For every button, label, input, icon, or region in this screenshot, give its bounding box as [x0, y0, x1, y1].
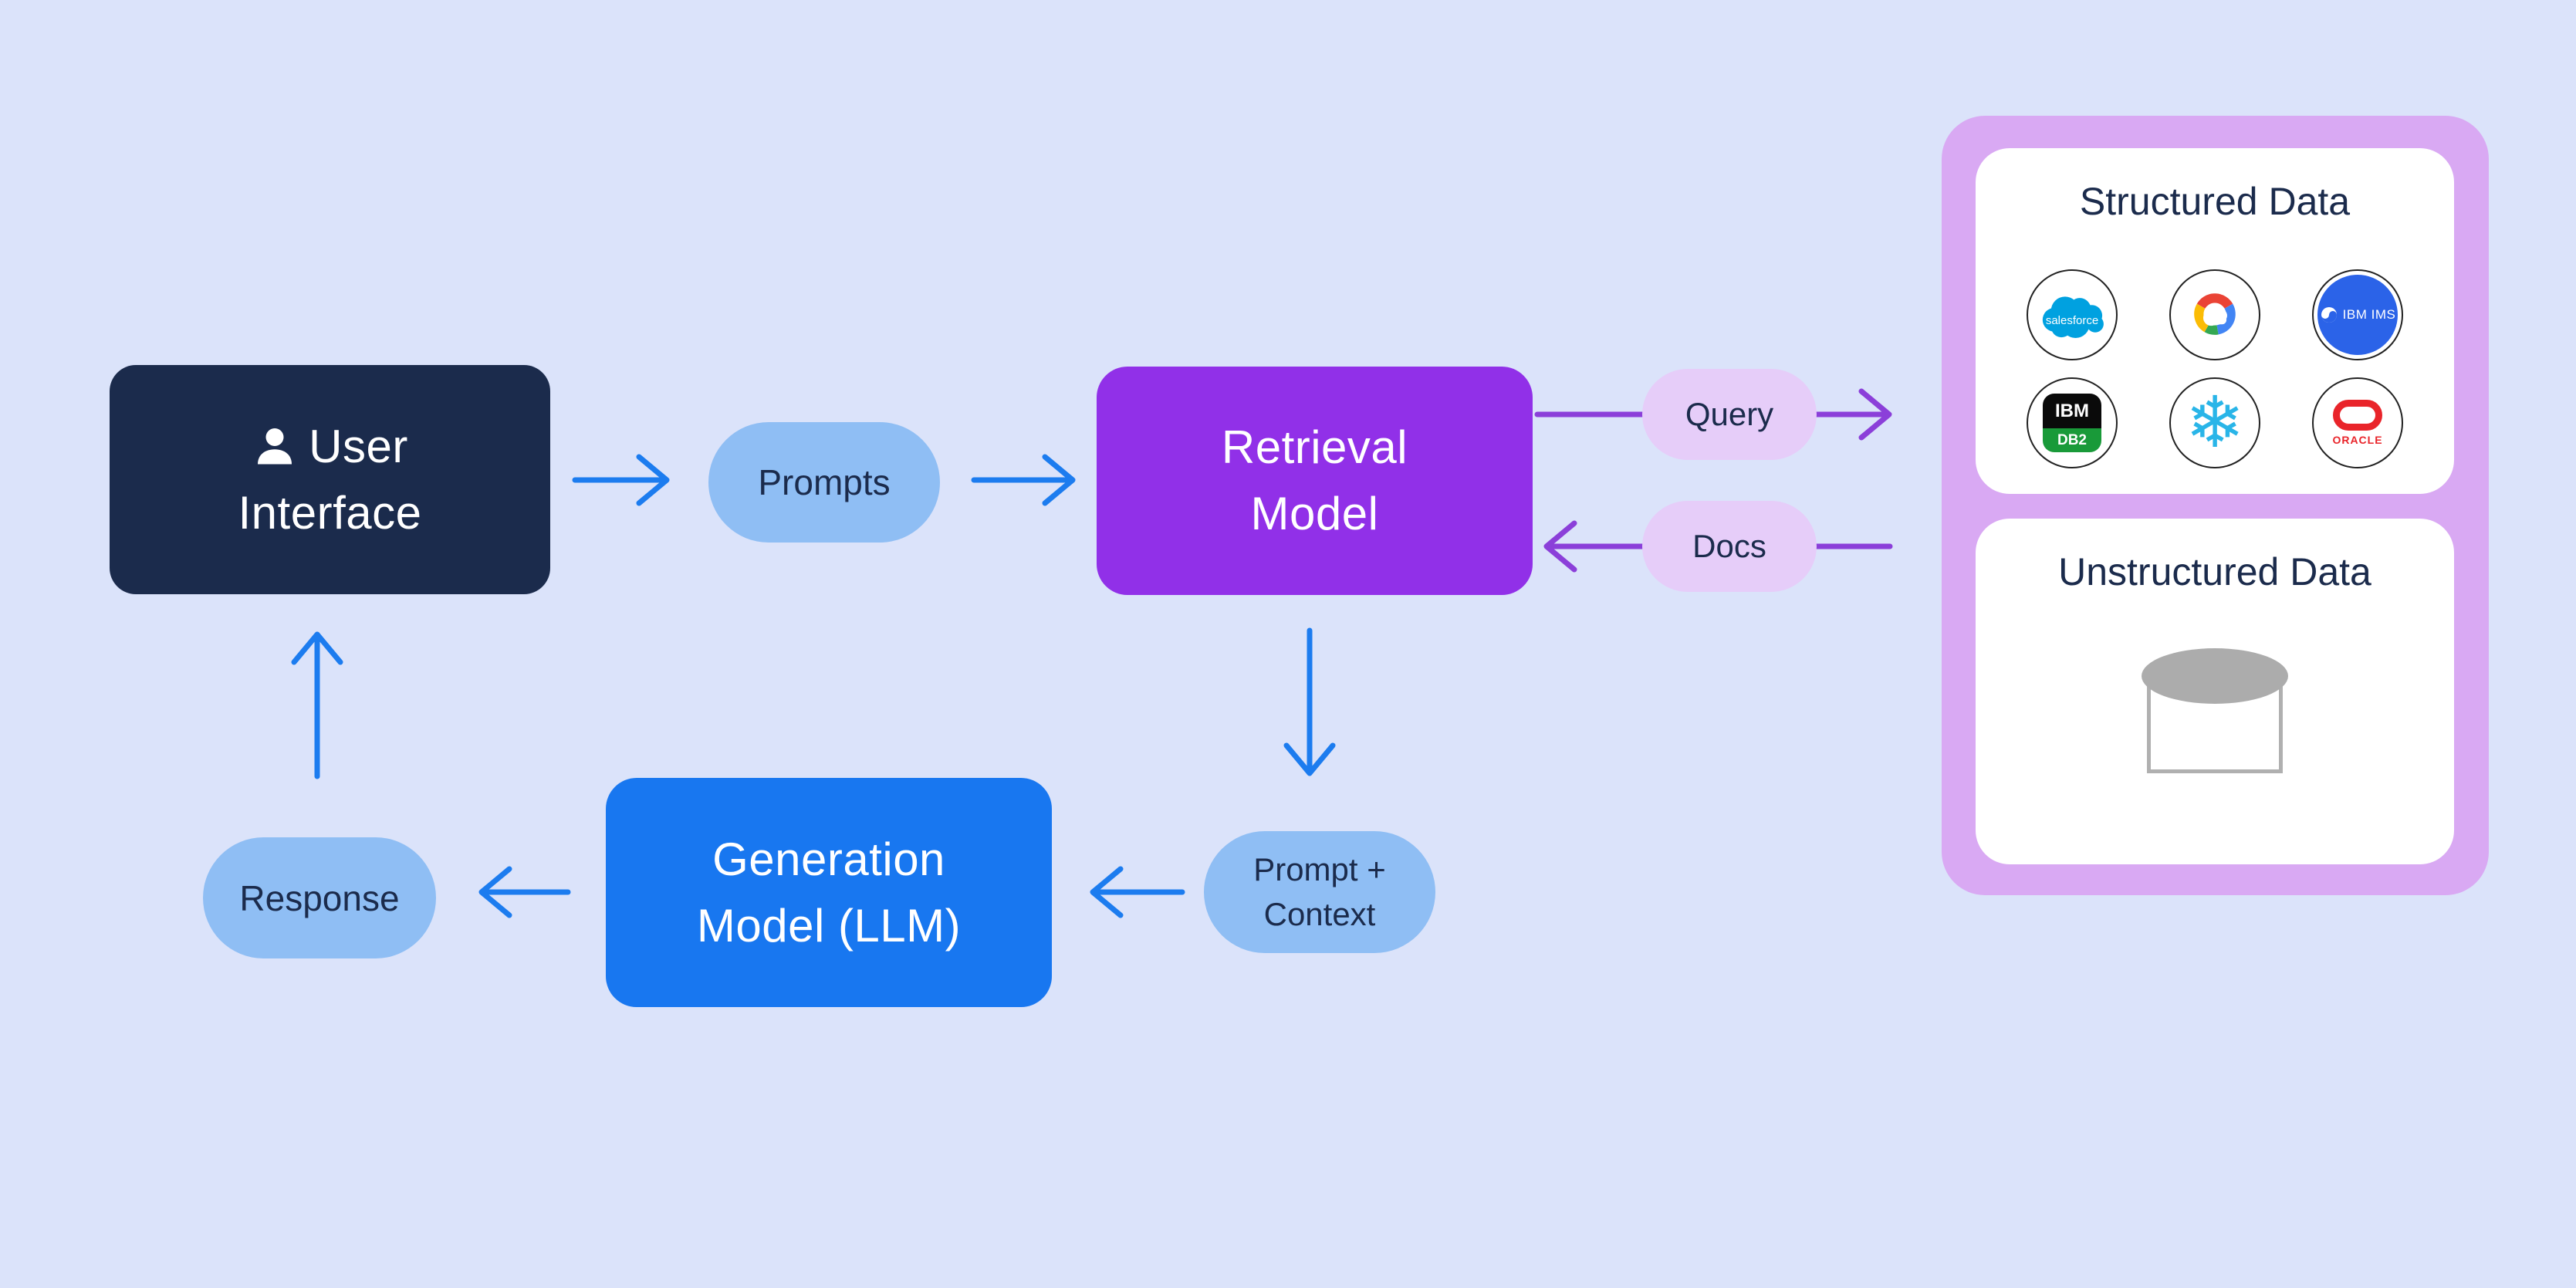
unstructured-data-title: Unstructured Data	[2058, 550, 2371, 593]
snowflake-glyph: ❄	[2185, 381, 2245, 464]
retrieval-model-node: Retrieval Model	[1097, 367, 1533, 595]
oracle-ring-shape	[2333, 400, 2382, 431]
docs-label: Docs	[1692, 528, 1766, 564]
user-interface-label: User Interface	[238, 414, 422, 546]
user-interface-line1: User	[309, 420, 408, 472]
prompt-context-pill: Prompt + Context	[1204, 831, 1435, 953]
generation-model-line2: Model (LLM)	[696, 899, 962, 952]
generation-model-line1: Generation	[712, 833, 945, 885]
arrow-user-interface-to-prompts	[572, 454, 670, 506]
generation-model-label: Generation Model (LLM)	[697, 827, 961, 959]
query-label: Query	[1685, 396, 1774, 432]
docs-pill: Docs	[1642, 501, 1817, 592]
retrieval-model-line1: Retrieval	[1221, 421, 1408, 473]
user-interface-node: User Interface	[110, 365, 550, 594]
ibm-ims-swirl-icon	[2321, 307, 2337, 323]
arrow-retrieval-model-to-prompt-context	[1283, 627, 1336, 776]
arrow-response-to-user-interface	[291, 631, 343, 779]
salesforce-wordmark: salesforce	[2046, 314, 2098, 327]
user-interface-line2: Interface	[238, 486, 422, 539]
salesforce-cloud-shape: salesforce	[2042, 296, 2104, 338]
structured-data-card: Structured Data salesforce	[1976, 148, 2454, 494]
retrieval-model-label: Retrieval Model	[1222, 414, 1408, 547]
oracle-badge: ORACLE	[2332, 400, 2382, 446]
ibm-db2-tile: IBM DB2	[2043, 394, 2101, 452]
ibm-ims-logo-icon: IBM IMS	[2312, 269, 2403, 360]
oracle-wordmark: ORACLE	[2332, 434, 2383, 446]
prompt-context-label: Prompt + Context	[1253, 847, 1386, 937]
user-person-icon	[258, 428, 292, 464]
salesforce-logo-icon: salesforce	[2027, 269, 2118, 360]
data-sources-panel: Structured Data salesforce	[1942, 116, 2489, 895]
arrow-prompts-to-retrieval-model	[971, 454, 1076, 506]
prompts-label: Prompts	[758, 462, 891, 502]
structured-data-logo-grid: salesforce	[2027, 269, 2403, 472]
google-cloud-logo-icon	[2169, 269, 2260, 360]
database-cylinder-icon	[2142, 648, 2288, 776]
structured-data-title: Structured Data	[2079, 180, 2351, 223]
ibm-db2-db2-text: DB2	[2043, 428, 2101, 452]
arrow-prompt-context-to-generation-model	[1090, 866, 1185, 918]
ibm-db2-ibm-text: IBM	[2043, 394, 2101, 428]
ibm-ims-badge: IBM IMS	[2317, 275, 2398, 355]
retrieval-model-line2: Model	[1250, 488, 1379, 539]
prompt-context-line1: Prompt +	[1253, 851, 1386, 887]
response-pill: Response	[203, 837, 436, 958]
generation-model-node: Generation Model (LLM)	[606, 778, 1052, 1007]
oracle-logo-icon: ORACLE	[2312, 377, 2403, 468]
ibm-ims-text: IBM IMS	[2342, 307, 2396, 322]
response-label: Response	[239, 877, 400, 918]
prompts-pill: Prompts	[708, 422, 940, 543]
ibm-db2-logo-icon: IBM DB2	[2027, 377, 2118, 468]
unstructured-data-card: Unstructured Data	[1976, 519, 2454, 864]
query-pill: Query	[1642, 369, 1817, 460]
database-cylinder-top	[2142, 648, 2288, 704]
google-cloud-shape	[2194, 293, 2236, 335]
snowflake-logo-icon: ❄	[2169, 377, 2260, 468]
arrow-generation-model-to-response	[478, 866, 571, 918]
prompt-context-line2: Context	[1263, 896, 1376, 932]
